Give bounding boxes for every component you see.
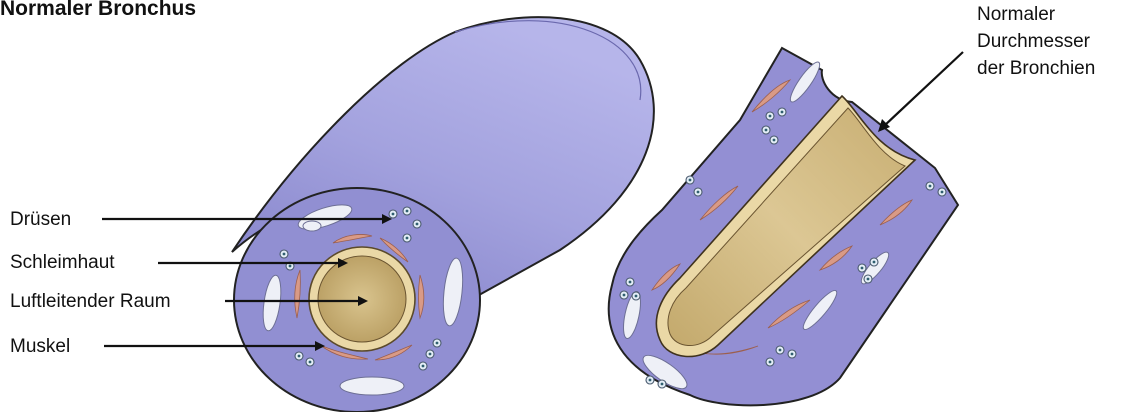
- pointer-diameter: [884, 52, 963, 126]
- label-druesen-text: Drüsen: [10, 209, 71, 230]
- diameter-line2: Durchmesser: [977, 31, 1091, 52]
- label-diameter: Normaler Durchmesser der Bronchien: [878, 4, 1095, 132]
- diameter-line1: Normaler: [977, 4, 1056, 25]
- label-luftraum-text: Luftleitender Raum: [10, 291, 171, 312]
- opened-bronchus: [609, 48, 958, 405]
- label-muskel-text: Muskel: [10, 336, 70, 357]
- diameter-line3: der Bronchien: [977, 58, 1095, 79]
- label-schleimhaut-text: Schleimhaut: [10, 252, 115, 273]
- figure-title: Normaler Bronchus: [0, 0, 196, 20]
